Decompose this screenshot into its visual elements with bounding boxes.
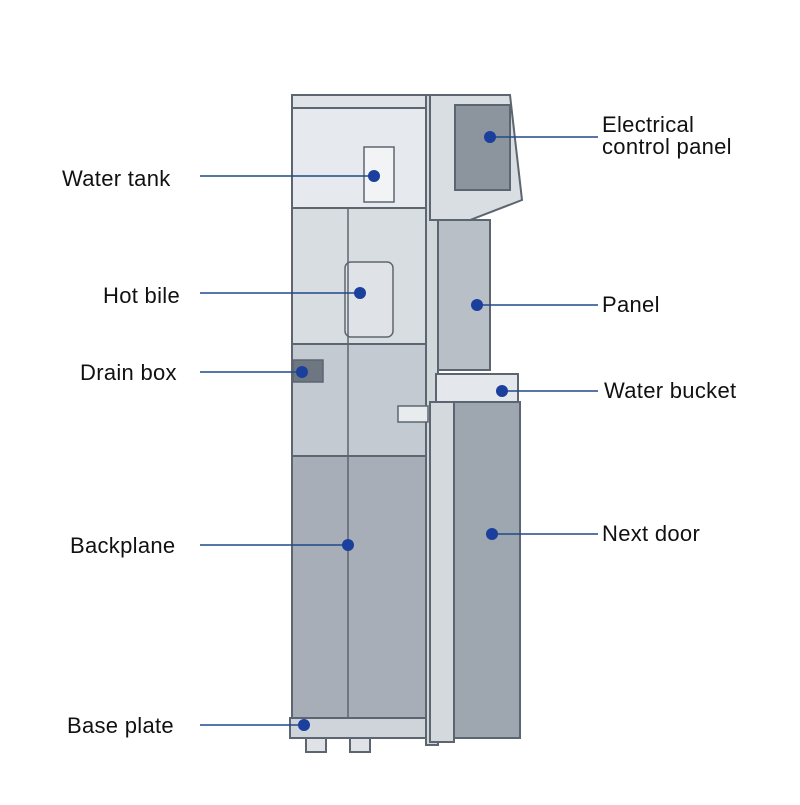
leader-dot-water-tank [368, 170, 380, 182]
label-hot-bile: Hot bile [103, 283, 180, 308]
label-electrical-line1: Electrical [602, 112, 695, 137]
foot-left [305, 737, 327, 753]
callouts [200, 131, 598, 731]
next-door-body [453, 401, 521, 739]
front-strip [429, 401, 455, 743]
leader-dot-hot-bile [354, 287, 366, 299]
leader-dot-panel [471, 299, 483, 311]
label-backplane: Backplane [70, 533, 176, 558]
leader-dot-backplane [342, 539, 354, 551]
label-panel: Panel [602, 292, 660, 317]
hot-bile-cylinder [344, 261, 394, 338]
tank-compartment [291, 107, 433, 209]
leader-dot-electrical-control-panel [484, 131, 496, 143]
foot-right [349, 737, 371, 753]
base-plate-body [289, 717, 427, 739]
label-water-bucket: Water bucket [604, 378, 737, 403]
leader-dot-base-plate [298, 719, 310, 731]
leader-dot-next-door [486, 528, 498, 540]
control-screen [454, 104, 511, 191]
label-electrical-line2: control panel [602, 134, 732, 159]
leader-dot-drain-box [296, 366, 308, 378]
label-drain-box: Drain box [80, 360, 177, 385]
label-base-plate: Base plate [67, 713, 174, 738]
panel-body [437, 219, 491, 371]
top-cap [291, 94, 433, 110]
label-water-tank: Water tank [62, 166, 171, 191]
label-electrical-control-panel: Electrical control panel [602, 114, 732, 158]
backplane-body [291, 455, 433, 719]
leader-dot-water-bucket [496, 385, 508, 397]
dispenser-body [289, 94, 524, 753]
label-next-door: Next door [602, 521, 701, 546]
handle [397, 405, 429, 423]
